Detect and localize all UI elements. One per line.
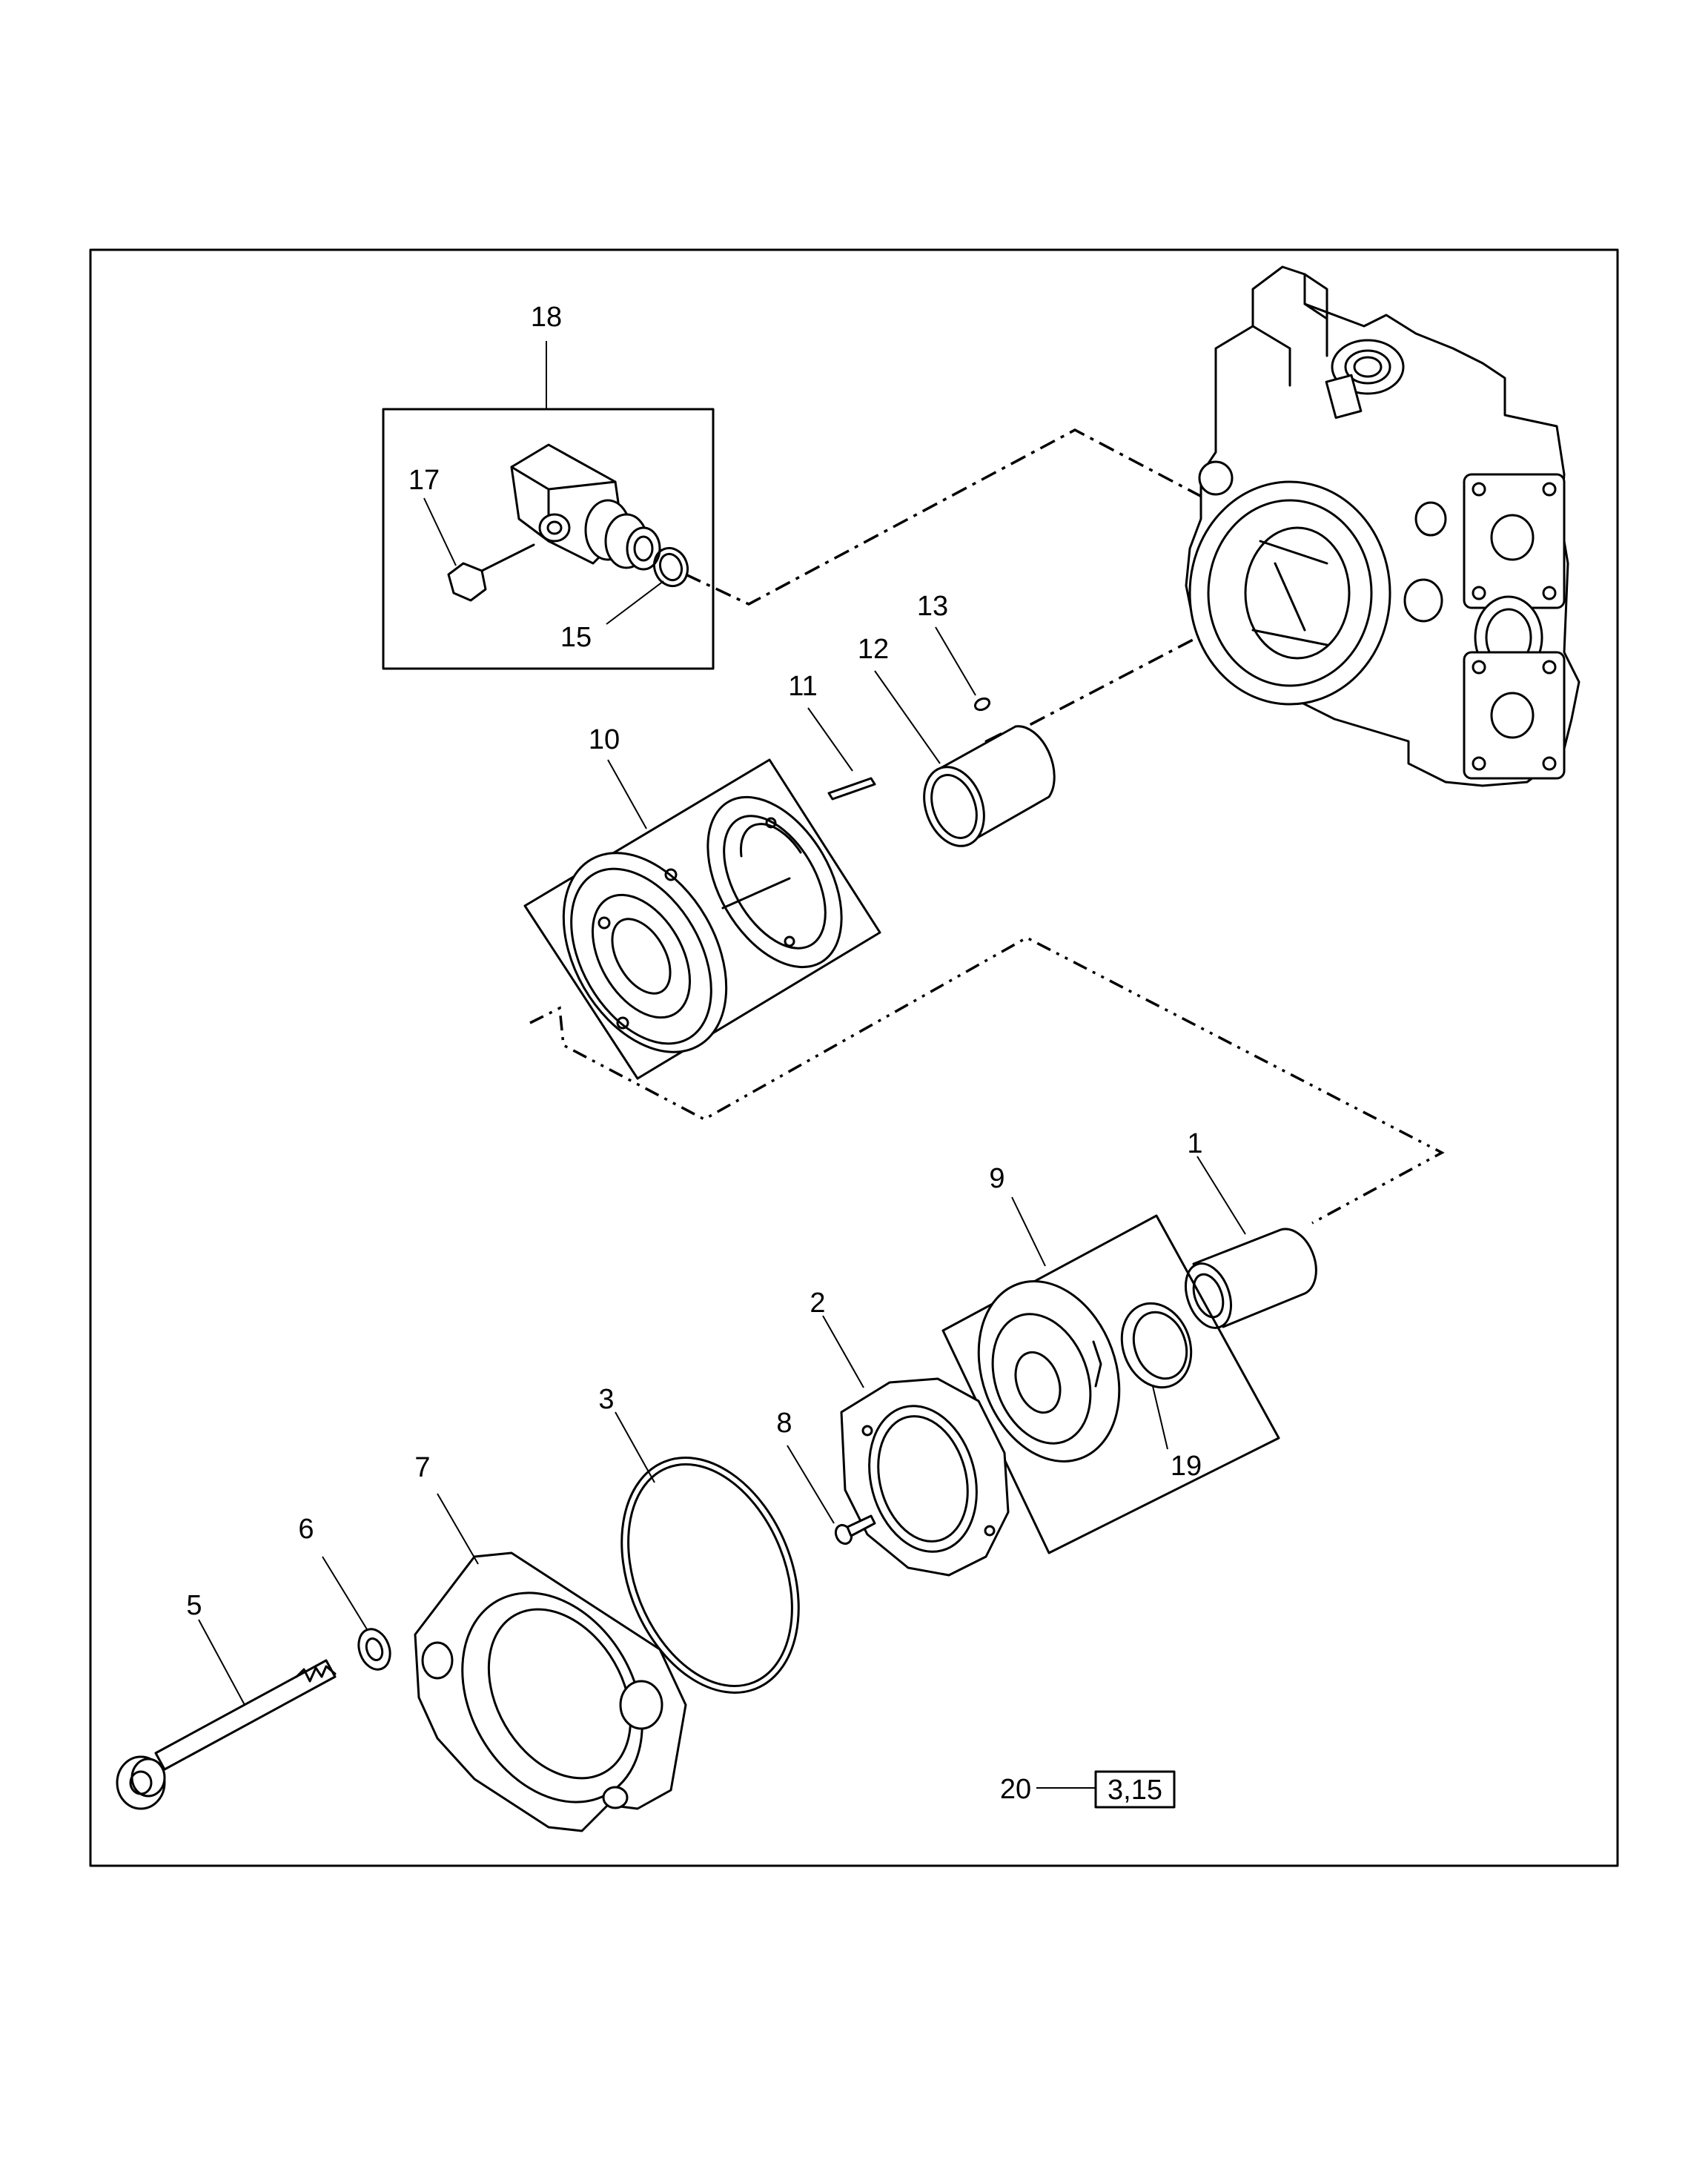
pump-housing <box>1185 265 1580 787</box>
callout-6: 6 <box>298 1514 314 1545</box>
part-1-coupling <box>1185 1156 1317 1329</box>
kit-reference-box <box>1094 1770 1176 1809</box>
part-2-plate <box>822 1315 1010 1577</box>
part-13-pin <box>935 626 991 712</box>
assembly-lines <box>529 428 1445 1225</box>
gear-set-10 <box>523 758 881 1080</box>
callout-17: 17 <box>408 465 440 496</box>
callout-19: 19 <box>1171 1451 1202 1482</box>
callout-2: 2 <box>810 1288 825 1319</box>
kit-reference-text: 3,15 <box>1108 1775 1162 1806</box>
callout-11: 11 <box>788 671 817 702</box>
part-6-washer <box>322 1556 391 1671</box>
callout-15: 15 <box>560 622 592 653</box>
callout-8: 8 <box>776 1408 792 1439</box>
part-12-sleeve <box>874 670 1056 847</box>
part-8-screw <box>787 1445 876 1546</box>
diagram-frame <box>89 248 1619 1867</box>
callout-7: 7 <box>414 1452 430 1483</box>
part-3-o-ring <box>615 1411 800 1694</box>
callout-12: 12 <box>858 634 889 665</box>
valve-group-18 <box>382 341 715 670</box>
part-11-key <box>807 707 876 801</box>
callout-9: 9 <box>989 1163 1004 1194</box>
callout-1: 1 <box>1187 1128 1202 1159</box>
bearing-group-9 <box>941 1196 1280 1554</box>
callout-5: 5 <box>186 1590 202 1621</box>
callout-10: 10 <box>589 724 620 755</box>
callout-labels: 1 2 3 5 6 7 8 9 10 11 12 13 15 17 18 19 … <box>186 302 1202 1805</box>
kit-reference-20: 3,15 <box>1036 1770 1176 1809</box>
callout-3: 3 <box>598 1384 614 1415</box>
part-7-cover <box>414 1493 687 1832</box>
callout-13: 13 <box>917 591 948 622</box>
part-5-bolt <box>116 1619 337 1810</box>
callout-20: 20 <box>1000 1774 1031 1805</box>
callout-18: 18 <box>531 302 562 333</box>
